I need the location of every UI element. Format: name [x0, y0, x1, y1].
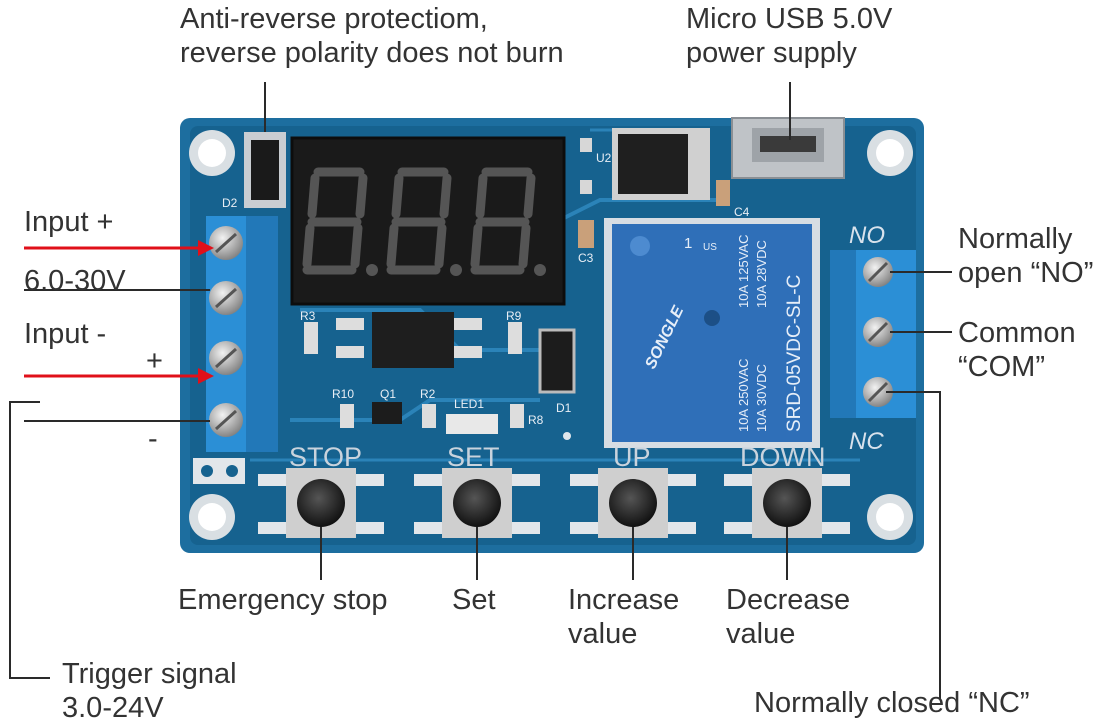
- capacitor-c4: [716, 180, 730, 206]
- com-caption: Common “COM”: [958, 316, 1076, 384]
- led1: [446, 414, 498, 434]
- silk-q1: Q1: [380, 387, 396, 401]
- board-label-set: SET: [447, 442, 500, 472]
- trigger-minus-label: -: [148, 423, 158, 455]
- micro-usb-port[interactable]: [731, 117, 845, 179]
- input-screw-3[interactable]: [209, 341, 243, 375]
- input-screw-1[interactable]: [209, 226, 243, 260]
- regulator-u2: [580, 128, 710, 200]
- relay-rating-1: 10A 250VAC: [736, 359, 751, 432]
- optocoupler: [336, 312, 482, 368]
- silk-r3: R3: [300, 309, 316, 323]
- set-caption: Set: [452, 584, 496, 616]
- silk-u2: U2: [596, 151, 612, 165]
- mounting-hole: [867, 130, 913, 176]
- voltage-label: 6.0-30V: [24, 265, 126, 297]
- leader-lines: [9, 82, 952, 700]
- input-plus-arrow: [24, 240, 214, 256]
- board-label-stop: STOP: [289, 442, 362, 472]
- resistor-r10: [340, 404, 354, 428]
- trigger-plus-label: +: [146, 345, 163, 377]
- resistor-r2: [422, 404, 436, 428]
- com-caption-line-1: Common: [958, 317, 1076, 349]
- board-label-up: UP: [613, 442, 651, 472]
- silk-r8: R8: [528, 413, 544, 427]
- protection-caption-line-2: reverse polarity does not burn: [180, 37, 564, 69]
- relay: [604, 218, 820, 448]
- silk-c3: C3: [578, 251, 594, 265]
- relay-model: SRD-05VDC-SL-C: [784, 275, 805, 432]
- com-caption-line-2: “COM”: [958, 351, 1045, 383]
- usb-caption-line-1: Micro USB 5.0V: [686, 3, 893, 35]
- trigger-plus-arrow: [24, 368, 214, 384]
- mounting-hole: [867, 494, 913, 540]
- trigger-caption-line-1: Trigger signal: [62, 658, 237, 690]
- relay-us-mark: US: [703, 242, 717, 253]
- terminal-label-nc: NC: [849, 428, 884, 455]
- board-label-down: DOWN: [740, 442, 825, 472]
- silk-c4: C4: [734, 205, 750, 219]
- silk-led1: LED1: [454, 397, 484, 411]
- no-caption-line-2: open “NO”: [958, 257, 1094, 289]
- diode-d2: [244, 132, 286, 208]
- set-button[interactable]: [414, 468, 540, 538]
- seven-segment-display: [290, 136, 566, 306]
- input-screw-2[interactable]: [209, 281, 243, 315]
- up-button[interactable]: [570, 468, 696, 538]
- usb-caption: Micro USB 5.0V power supply: [686, 2, 892, 70]
- resistor-r3: [304, 322, 318, 354]
- resistor-r8: [510, 404, 524, 428]
- protection-caption-line-1: Anti-reverse protectiom,: [180, 3, 488, 35]
- down-caption: Decrease value: [726, 583, 850, 651]
- down-caption-line-2: value: [726, 618, 796, 650]
- stop-caption: Emergency stop: [178, 584, 388, 616]
- input-minus-label: Input -: [24, 318, 107, 350]
- trigger-caption-line-2: 3.0-24V: [62, 692, 164, 724]
- input-plus-label: Input +: [24, 206, 114, 238]
- input-screw-4[interactable]: [209, 403, 243, 437]
- relay-rating-4: 10A 28VDC: [754, 240, 769, 308]
- input-terminal-block: [206, 216, 278, 452]
- silk-d2: D2: [222, 196, 238, 210]
- down-caption-line-1: Decrease: [726, 584, 851, 616]
- silk-d1: D1: [556, 401, 572, 415]
- up-caption: Increase value: [568, 583, 679, 651]
- stop-button[interactable]: [258, 468, 384, 538]
- silk-r2: R2: [420, 387, 436, 401]
- capacitor-c3: [578, 220, 594, 248]
- no-caption-line-1: Normally: [958, 223, 1073, 255]
- no-screw[interactable]: [863, 257, 893, 287]
- relay-rating-2: 10A 30VDC: [754, 364, 769, 432]
- down-button[interactable]: [724, 468, 850, 538]
- diode-d1: [538, 328, 576, 394]
- usb-caption-line-2: power supply: [686, 37, 857, 69]
- no-caption: Normally open “NO”: [958, 222, 1093, 290]
- resistor-r9: [508, 322, 522, 354]
- terminal-label-no: NO: [849, 222, 885, 249]
- up-caption-line-1: Increase: [568, 584, 680, 616]
- up-caption-line-2: value: [568, 618, 638, 650]
- nc-caption: Normally closed “NC”: [754, 687, 1030, 719]
- com-screw[interactable]: [863, 317, 893, 347]
- silk-r10: R10: [332, 387, 354, 401]
- transistor-q1: [372, 402, 402, 424]
- trigger-caption: Trigger signal 3.0-24V: [62, 657, 237, 725]
- relay-pin-1: 1: [684, 235, 692, 252]
- relay-rating-3: 10A 125VAC: [736, 235, 751, 308]
- mounting-hole: [189, 130, 235, 176]
- nc-screw[interactable]: [863, 377, 893, 407]
- silk-r9: R9: [506, 309, 522, 323]
- protection-caption: Anti-reverse protectiom, reverse polarit…: [180, 2, 564, 70]
- mounting-hole: [189, 494, 235, 540]
